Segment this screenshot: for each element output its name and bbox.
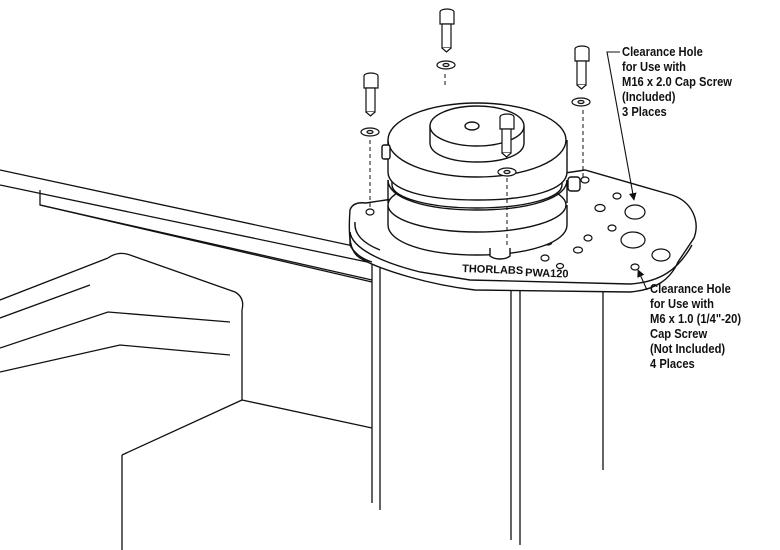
small-hole	[594, 203, 606, 213]
callout-line: 3 Places	[622, 104, 667, 119]
m6-hole	[580, 176, 590, 184]
rotation-mount	[381, 102, 581, 260]
m16-hole	[624, 204, 646, 220]
small-hole	[607, 224, 617, 232]
callout-line: (Included)	[622, 89, 676, 104]
part-number-engraving: PWA120	[525, 267, 569, 281]
m6-leader	[637, 269, 648, 291]
table-frame	[0, 169, 373, 550]
brand-engraving: THORLABS	[462, 263, 523, 277]
m6-hole	[630, 263, 640, 271]
washer	[497, 167, 517, 177]
cap-screw	[574, 45, 590, 90]
callout-line: for Use with	[622, 59, 686, 74]
callout-line: M6 x 1.0 (1/4"-20)	[650, 311, 742, 326]
support-post	[371, 255, 604, 545]
m16-hole-callout: Clearance Hole for Use with M16 x 2.0 Ca…	[622, 44, 732, 119]
callout-line: (Not Included)	[650, 341, 726, 356]
cap-screw	[439, 8, 455, 53]
m16-hole	[620, 231, 646, 249]
small-hole	[572, 246, 584, 254]
callout-line: Cap Screw	[650, 326, 708, 341]
callout-line: Clearance Hole	[650, 281, 731, 296]
small-hole	[540, 254, 550, 262]
callout-line: for Use with	[650, 296, 714, 311]
small-hole	[583, 234, 593, 242]
small-hole	[555, 262, 565, 270]
m16-leader	[606, 51, 637, 201]
alignment-lines	[369, 74, 584, 245]
callout-line: M16 x 2.0 Cap Screw	[622, 74, 732, 89]
cap-screw	[363, 72, 379, 117]
cap-screw	[499, 113, 515, 158]
washer	[571, 97, 591, 107]
small-hole	[612, 192, 622, 200]
m16-hole	[651, 248, 671, 262]
callout-leaders	[606, 51, 648, 291]
m6-hole	[365, 208, 375, 216]
washer	[360, 127, 380, 137]
callout-line: 4 Places	[650, 356, 695, 371]
m6-hole-callout: Clearance Hole for Use with M6 x 1.0 (1/…	[650, 281, 741, 371]
washer	[436, 60, 456, 70]
callout-line: Clearance Hole	[622, 44, 703, 59]
